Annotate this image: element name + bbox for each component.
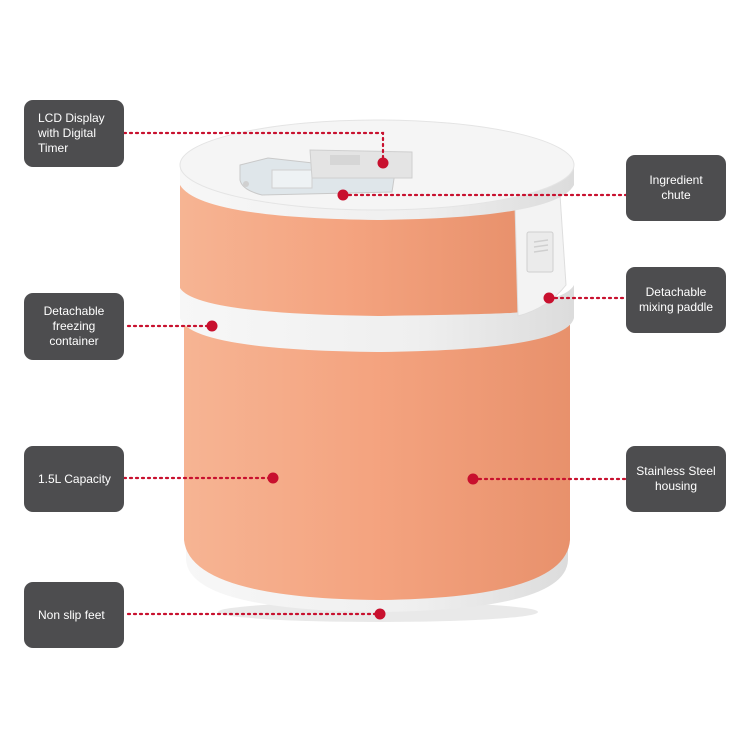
freezing-container-marker [206,320,218,332]
callout-mixing-paddle: Detachable mixing paddle [626,267,726,333]
callout-housing: Stainless Steel housing [626,446,726,512]
control-panel [309,149,413,179]
callout-freezing-container: Detachable freezing container [24,293,124,360]
ingredient-chute-marker [337,189,349,201]
housing-marker [467,473,479,485]
capacity-marker [267,472,279,484]
callout-capacity: 1.5L Capacity [24,446,124,512]
callout-ingredient-chute: Ingredient chute [626,155,726,221]
middle-band [180,285,574,352]
feet-marker [374,608,386,620]
lower-body [184,325,570,600]
paddle-slot [526,231,554,273]
callout-lcd-display: LCD Display with Digital Timer [24,100,124,167]
mixing-paddle-marker [543,292,555,304]
leader-lines [122,131,628,616]
callout-feet: Non slip feet [24,582,124,648]
leader-dots [206,157,555,620]
lcd-display-marker [377,157,389,169]
